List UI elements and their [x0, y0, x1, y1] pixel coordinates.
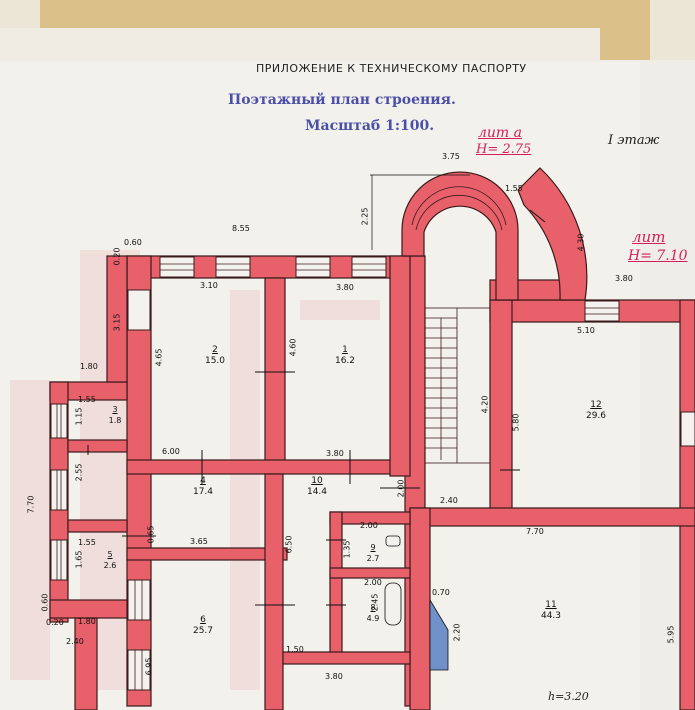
- dim-label: 2.55: [74, 463, 84, 482]
- dim-label: 3.80: [336, 283, 354, 292]
- header-title: ПРИЛОЖЕНИЕ К ТЕХНИЧЕСКОМУ ПАСПОРТУ: [256, 62, 527, 75]
- walls: [49, 255, 695, 710]
- dim-label: 0.65: [146, 525, 156, 544]
- dim-label: 1.65: [74, 550, 84, 569]
- dim-label: 4.60: [288, 338, 298, 357]
- dim-label: 2.40: [66, 637, 84, 646]
- blue-fixture: [429, 598, 449, 671]
- dim-label: 2.00: [364, 578, 382, 587]
- dim-label: 0.60: [124, 238, 142, 247]
- dim-label: 3.15: [112, 313, 122, 332]
- arched-wing: [517, 167, 588, 301]
- dim-label: 5.95: [666, 625, 676, 644]
- dim-label: 7.70: [526, 527, 544, 536]
- dim-label: 6.00: [162, 447, 180, 456]
- dim-label: 4.30: [576, 233, 586, 252]
- dim-label: 3.75: [442, 152, 460, 161]
- lit-a-height: Н= 2.75: [476, 142, 532, 157]
- dim-label: 0.70: [432, 588, 450, 597]
- bay-tower: [401, 171, 519, 301]
- dimension-lines: [370, 174, 470, 250]
- lit-right-name: лит: [632, 228, 666, 246]
- dim-label: 1.80: [80, 362, 98, 371]
- dim-label: 6.95: [144, 657, 154, 676]
- sink: [385, 535, 401, 547]
- dim-label: 4.20: [480, 395, 490, 414]
- bathtub: [384, 582, 402, 626]
- dim-label: 8.55: [232, 224, 250, 233]
- dim-label: 1.55: [78, 395, 96, 404]
- door-marks: [87, 209, 546, 606]
- dim-label: 7.70: [26, 495, 36, 514]
- dim-label: 1.35: [342, 540, 352, 559]
- dim-label: 2.00: [360, 521, 378, 530]
- floor-label: I этаж: [608, 133, 660, 148]
- lit-right-height: Н= 7.10: [628, 248, 688, 264]
- dim-label: 1.15: [74, 407, 84, 426]
- windows: [50, 256, 695, 691]
- dim-label: 2.20: [452, 623, 462, 642]
- dim-label: 3.65: [190, 537, 208, 546]
- dim-label: 0.60: [40, 593, 50, 612]
- dim-label: 5.80: [511, 413, 521, 432]
- dim-label: 1.80: [78, 617, 96, 626]
- dim-label: 1.55: [78, 538, 96, 547]
- dim-label: 6.50: [284, 535, 294, 554]
- stamp-title: Поэтажный план строения.: [228, 92, 456, 108]
- dim-label: 2.40: [440, 496, 458, 505]
- dim-label: 2.00: [396, 479, 406, 498]
- scale-label: Масштаб 1:100.: [305, 118, 435, 134]
- dim-label: 0.20: [46, 618, 64, 627]
- dim-label: 1.55: [505, 184, 523, 193]
- dim-label: 0.20: [112, 247, 122, 266]
- dim-label: 4.65: [154, 348, 164, 367]
- dim-label: 5.10: [577, 326, 595, 335]
- dim-label: 1.50: [286, 645, 304, 654]
- lit-a-name: лит а: [478, 125, 523, 141]
- dim-label: 3.80: [325, 672, 343, 681]
- ceiling-height: h=3.20: [548, 690, 589, 703]
- dim-label: 3.80: [615, 274, 633, 283]
- dim-label: 2.25: [360, 207, 370, 226]
- dim-label: 3.80: [326, 449, 344, 458]
- window-glazing: [56, 263, 619, 690]
- dim-label: 3.10: [200, 281, 218, 290]
- staircase: [424, 307, 491, 464]
